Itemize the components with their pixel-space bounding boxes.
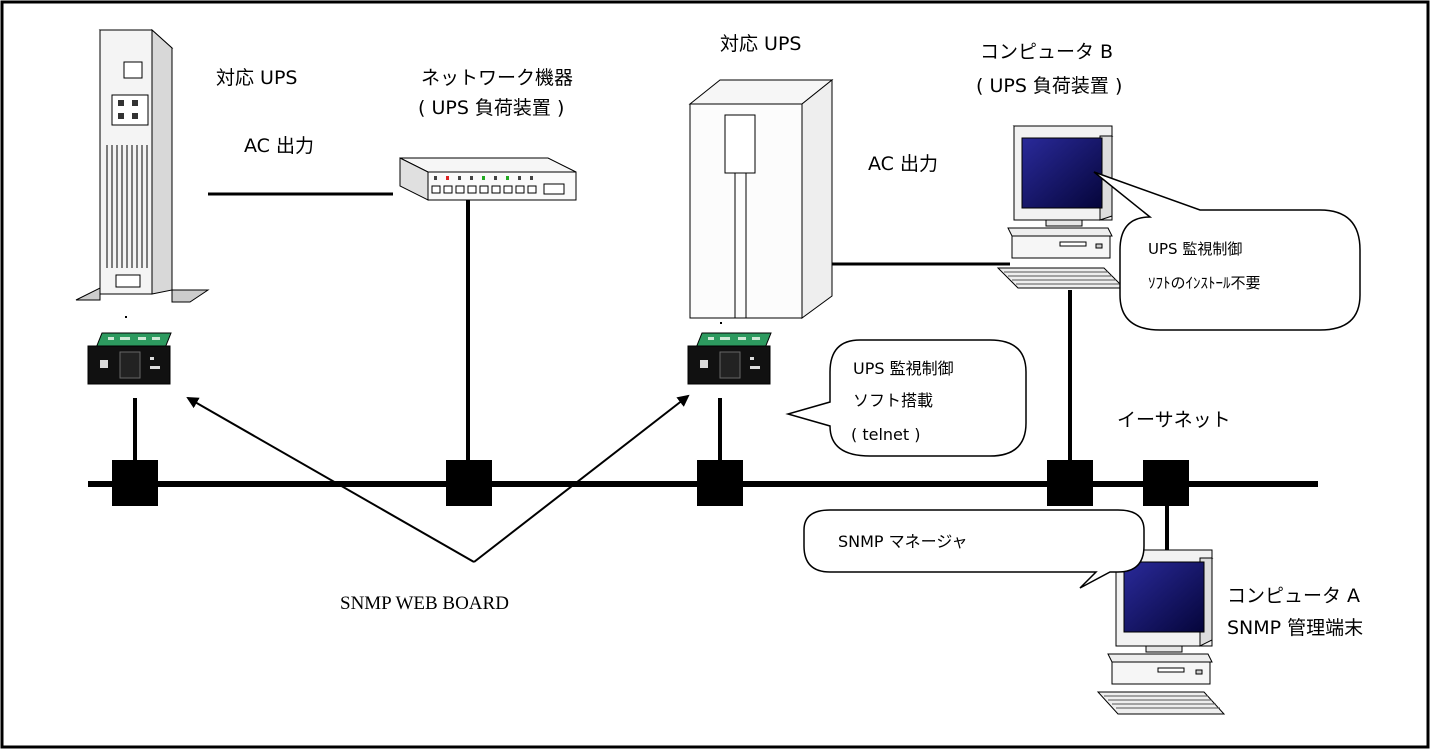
tap-ups-center [697,460,743,506]
bubble-card-text-1: UPS 監視制御 [853,359,954,378]
label-computer-a-sub: SNMP 管理端末 [1227,617,1363,639]
tap-computer-b [1047,460,1093,506]
bubble-b-text-2: ｿﾌﾄのｲﾝｽﾄｰﾙ不要 [1148,274,1261,292]
label-computer-a: コンピュータ A [1227,585,1360,607]
label-ups-center: 対応 UPS [720,33,801,55]
label-ups-left: 対応 UPS [216,67,297,89]
ups-cabinet-center-icon [688,78,834,319]
bubble-card-text-2: ソフト搭載 [853,391,933,410]
network-taps [112,460,1189,506]
tap-network-device [446,460,492,506]
callout-computer-b [1093,171,1361,331]
label-computer-b: コンピュータ B [980,41,1113,63]
snmp-web-board-arrows [186,394,690,563]
network-device-hub-icon [399,157,577,201]
ups-tower-left-icon [75,28,210,303]
callout-snmp-manager [803,509,1145,589]
label-network-device-sub: ( UPS 負荷装置 ) [418,97,564,119]
snmp-board-center-icon [687,322,772,385]
label-snmp-web-board: SNMP WEB BOARD [340,593,509,614]
label-network-device: ネットワーク機器 [421,67,573,89]
bubble-card-text-3: ( telnet ) [851,425,920,444]
tap-computer-a [1143,460,1189,506]
callout-snmp-board [785,339,1027,457]
label-computer-b-sub: ( UPS 負荷装置 ) [976,75,1122,97]
network-drop-lines [133,196,1169,556]
label-ethernet: イーサネット [1117,409,1231,431]
label-ac-output-center: AC 出力 [868,153,938,175]
label-ac-output-left: AC 出力 [244,135,314,157]
snmp-board-left-icon [87,316,172,385]
bubble-b-text-1: UPS 監視制御 [1148,240,1242,258]
bubble-snmp-manager-text: SNMP マネージャ [838,532,968,551]
tap-ups-left [112,460,158,506]
